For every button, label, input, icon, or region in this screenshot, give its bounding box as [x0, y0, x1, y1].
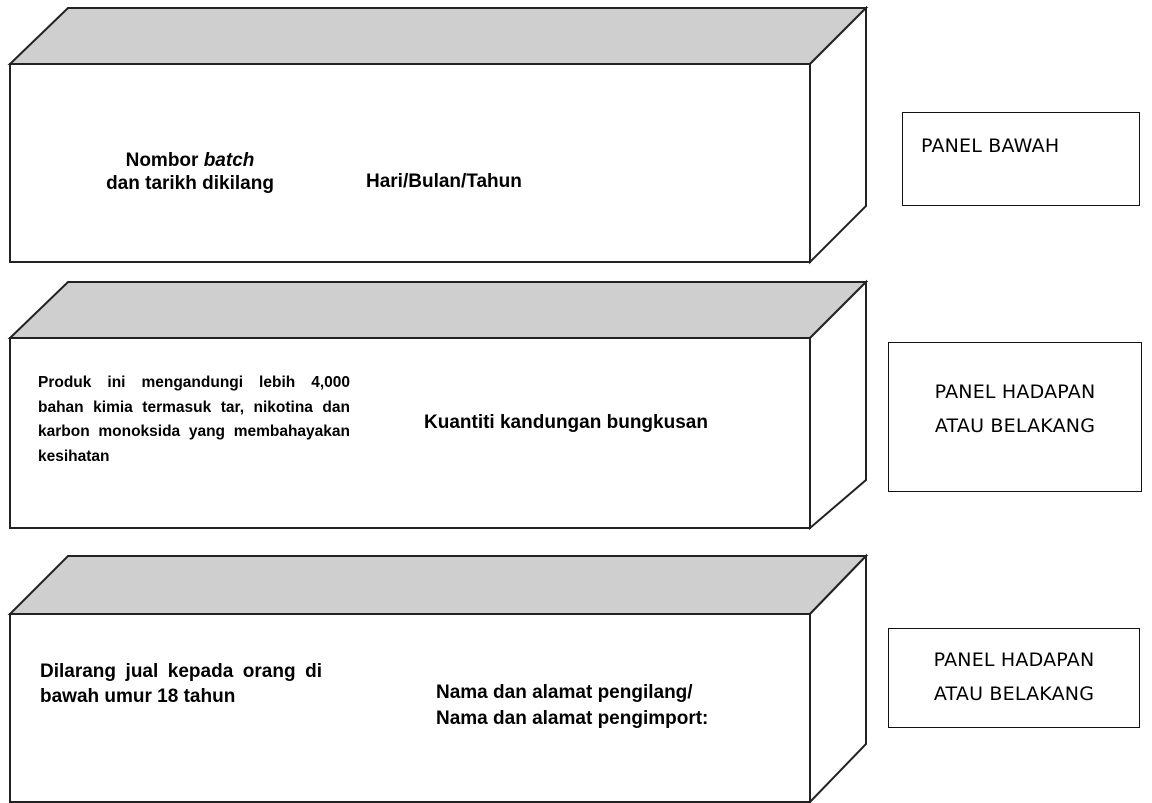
- box-1-date-text: Hari/Bulan/Tahun: [366, 171, 522, 192]
- box-3-side-face: [809, 553, 867, 803]
- box-3-top-face: [7, 555, 869, 615]
- panel-label-2-line1: PANEL HADAPAN: [934, 381, 1096, 403]
- batch-line1-plain: Nombor: [125, 150, 204, 171]
- box-3-age-warning-text: Dilarang jual kepada orang di bawah umur…: [40, 661, 322, 707]
- panel-label-1: PANEL BAWAH: [902, 112, 1140, 206]
- box-1-side-face: [809, 5, 867, 265]
- batch-line2: dan tarikh dikilang: [106, 173, 274, 194]
- batch-line1-italic: batch: [203, 150, 255, 171]
- panel-label-2: PANEL HADAPAN ATAU BELAKANG: [888, 342, 1142, 492]
- panel-label-1-line1: PANEL BAWAH: [921, 135, 1060, 157]
- box-3-manufacturer-text: Nama dan alamat pengilang/ Nama dan alam…: [436, 680, 708, 732]
- manufacturer-line1: Nama dan alamat pengilang/: [436, 682, 693, 703]
- manufacturer-line2: Nama dan alamat pengimport:: [436, 708, 709, 729]
- box-2-warning-text: Produk ini mengandungi lebih 4,000 bahan…: [38, 374, 350, 465]
- box-1-top-face: [7, 7, 869, 65]
- box-2-side-face: [809, 279, 867, 531]
- box-1-batch-text: Nombor batch dan tarikh dikilang: [72, 149, 308, 195]
- panel-label-2-line2: ATAU BELAKANG: [934, 415, 1096, 437]
- box-2-top-face: [7, 281, 869, 339]
- box-2-quantity-text: Kuantiti kandungan bungkusan: [424, 412, 708, 433]
- panel-label-3-line2: ATAU BELAKANG: [933, 683, 1095, 705]
- panel-label-3-line1: PANEL HADAPAN: [933, 649, 1095, 671]
- panel-label-3: PANEL HADAPAN ATAU BELAKANG: [888, 628, 1140, 728]
